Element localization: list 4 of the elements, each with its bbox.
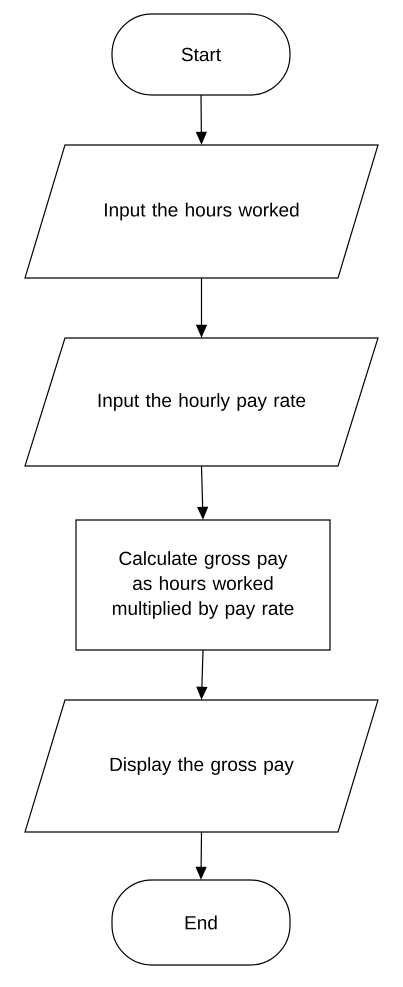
input-output-parallelogram: Display the gross pay [24, 699, 379, 833]
input-output-parallelogram: Input the hourly pay rate [24, 337, 379, 467]
process-box: Calculate gross pay as hours worked multiplied by pay rate [75, 519, 331, 651]
input-output-parallelogram: Input the hours worked [24, 144, 379, 279]
